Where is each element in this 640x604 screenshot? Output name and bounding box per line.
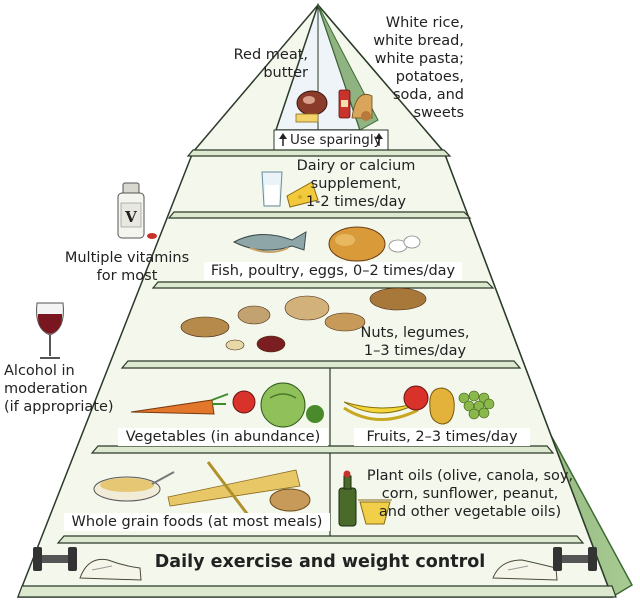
top-left-label: Red meat,butter — [233, 47, 308, 81]
nuts-legumes-illustration — [180, 287, 427, 353]
exercise-label: Daily exercise and weight control — [154, 552, 486, 572]
dumbbell-icon — [553, 547, 597, 571]
soda-bread-sweets-illustration — [338, 89, 373, 121]
fish-poultry-eggs-label: Fish, poultry, eggs, 0–2 times/day — [204, 262, 462, 280]
fruits-illustration — [343, 385, 495, 425]
nuts-legumes-label: Nuts, legumes,1–3 times/day — [360, 325, 470, 359]
tier-shelves — [17, 149, 617, 598]
whole-grains-illustration — [93, 461, 311, 516]
whole-grains-label: Whole grain foods (at most meals) — [64, 513, 330, 531]
plant-oils-illustration — [338, 470, 392, 527]
vitamin-bottle-icon: V — [117, 182, 157, 239]
sneaker-icon — [79, 558, 142, 581]
top-right-label: White rice,white bread, white pasta;pota… — [373, 15, 464, 121]
vitamin-bottle-letter: V — [124, 208, 137, 226]
dairy-illustration — [261, 171, 319, 208]
wine-glass-icon — [36, 302, 64, 359]
fish-poultry-eggs-illustration — [232, 226, 421, 262]
red-meat-butter-illustration — [295, 90, 328, 123]
use-sparingly-label: Use sparingly — [290, 132, 382, 148]
vegetables-illustration — [130, 382, 324, 428]
up-arrow-icon — [279, 133, 383, 146]
plant-oils-label: Plant oils (olive, canola, soy,corn, sun… — [366, 468, 574, 520]
fruits-label: Fruits, 2–3 times/day — [354, 428, 530, 446]
vegetables-label: Vegetables (in abundance) — [118, 428, 328, 446]
dumbbell-icon — [33, 547, 77, 571]
